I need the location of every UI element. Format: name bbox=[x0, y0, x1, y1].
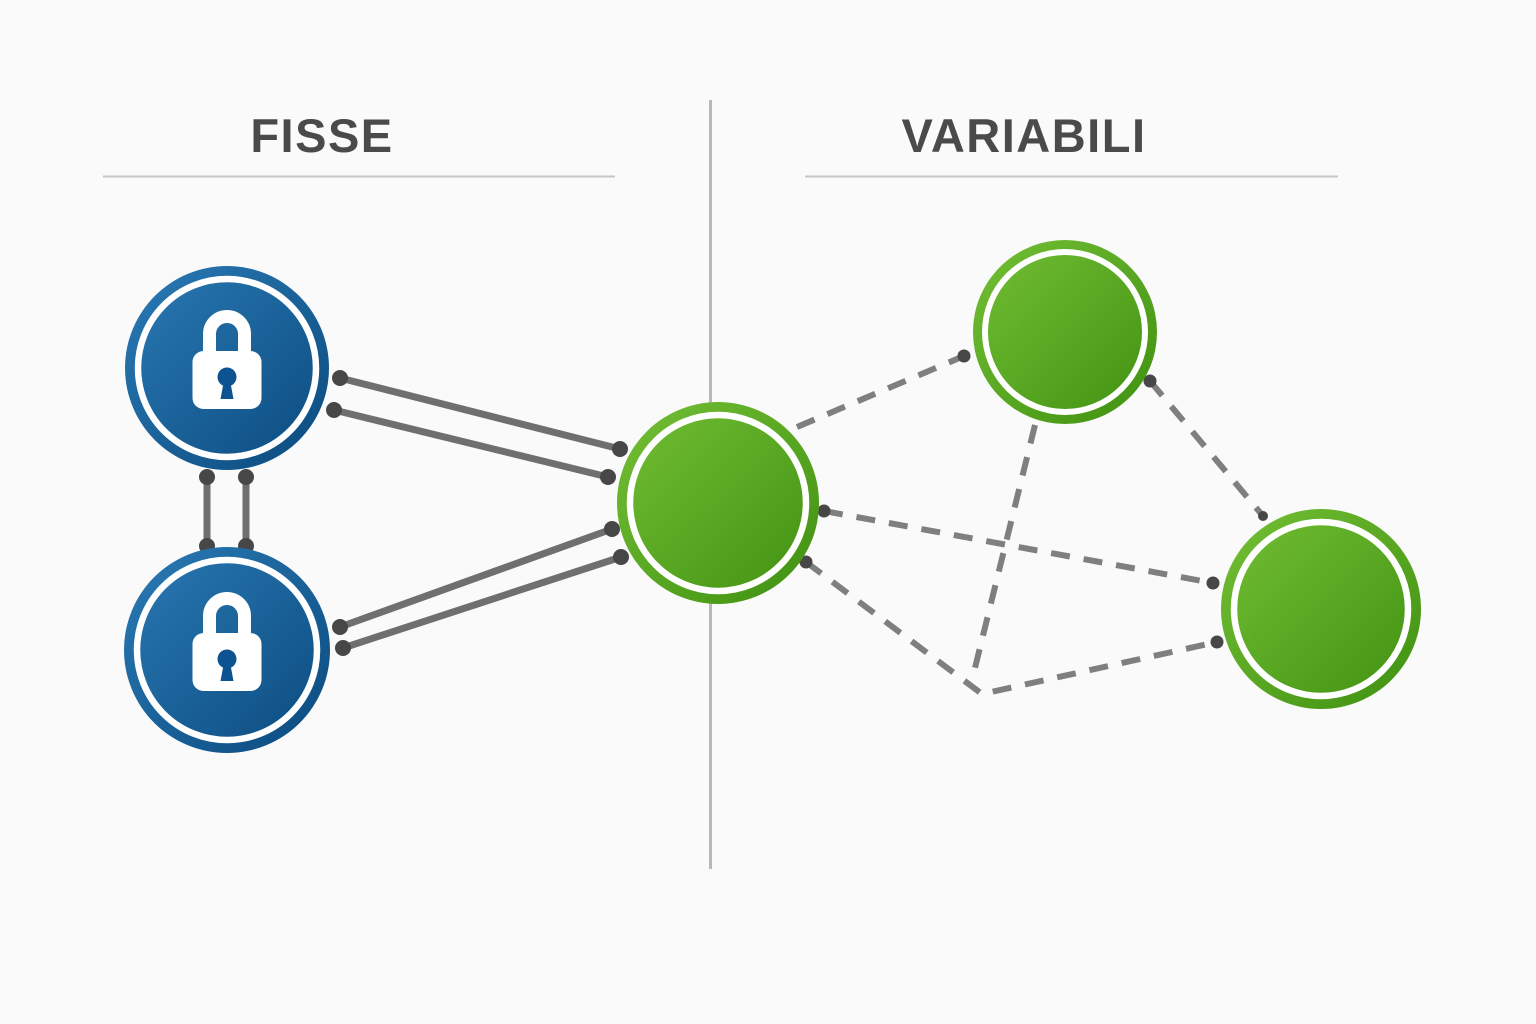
connector-dot bbox=[612, 441, 628, 457]
right-section-title: VARIABILI bbox=[901, 109, 1146, 162]
edge-fixed1-hub-a bbox=[336, 374, 624, 453]
node-circle bbox=[973, 240, 1157, 424]
edge-vartop-bend bbox=[969, 424, 1038, 681]
edge-fixed2-hub-a bbox=[336, 525, 616, 631]
connector-dot bbox=[335, 640, 351, 656]
node-fixed-2 bbox=[124, 547, 330, 753]
node-hub bbox=[617, 402, 819, 604]
connector-dot bbox=[1143, 374, 1157, 388]
connector-dot bbox=[799, 555, 813, 569]
connector-dot bbox=[957, 349, 971, 363]
connector-dot bbox=[1206, 576, 1220, 590]
connector-dot bbox=[332, 370, 348, 386]
section-header-left: FISSE bbox=[103, 109, 615, 178]
section-header-right: VARIABILI bbox=[805, 109, 1338, 178]
node-inner-ring bbox=[626, 411, 810, 595]
lock-icon bbox=[192, 310, 262, 409]
connector-dot bbox=[600, 469, 616, 485]
node-inner-ring bbox=[133, 556, 321, 744]
connector-dot bbox=[326, 402, 342, 418]
node-circle bbox=[1221, 509, 1421, 709]
node-variable-right bbox=[1221, 509, 1421, 709]
node-inner-ring bbox=[982, 249, 1148, 415]
connector-dot bbox=[238, 469, 254, 485]
edge-fixed2-hub-b bbox=[339, 553, 625, 652]
connector-dot bbox=[199, 469, 215, 485]
left-section-title: FISSE bbox=[250, 109, 393, 162]
edge-fixed1-hub-b bbox=[330, 406, 612, 481]
edge-vartop-varright bbox=[1147, 379, 1266, 518]
lock-icon bbox=[192, 592, 262, 691]
node-variable-top bbox=[973, 240, 1157, 424]
connector-dot bbox=[1210, 635, 1224, 649]
dashed-edges bbox=[795, 353, 1266, 698]
connector-dot bbox=[1258, 511, 1268, 521]
solid-edges bbox=[203, 374, 625, 652]
node-fixed-1 bbox=[125, 266, 329, 470]
connector-dot bbox=[613, 549, 629, 565]
node-circle bbox=[617, 402, 819, 604]
connector-dot bbox=[604, 521, 620, 537]
connector-dot bbox=[817, 504, 831, 518]
node-inner-ring bbox=[134, 275, 320, 461]
node-inner-ring bbox=[1230, 518, 1412, 700]
connector-dot bbox=[332, 619, 348, 635]
edge-hub-varright-bent bbox=[804, 559, 1218, 698]
